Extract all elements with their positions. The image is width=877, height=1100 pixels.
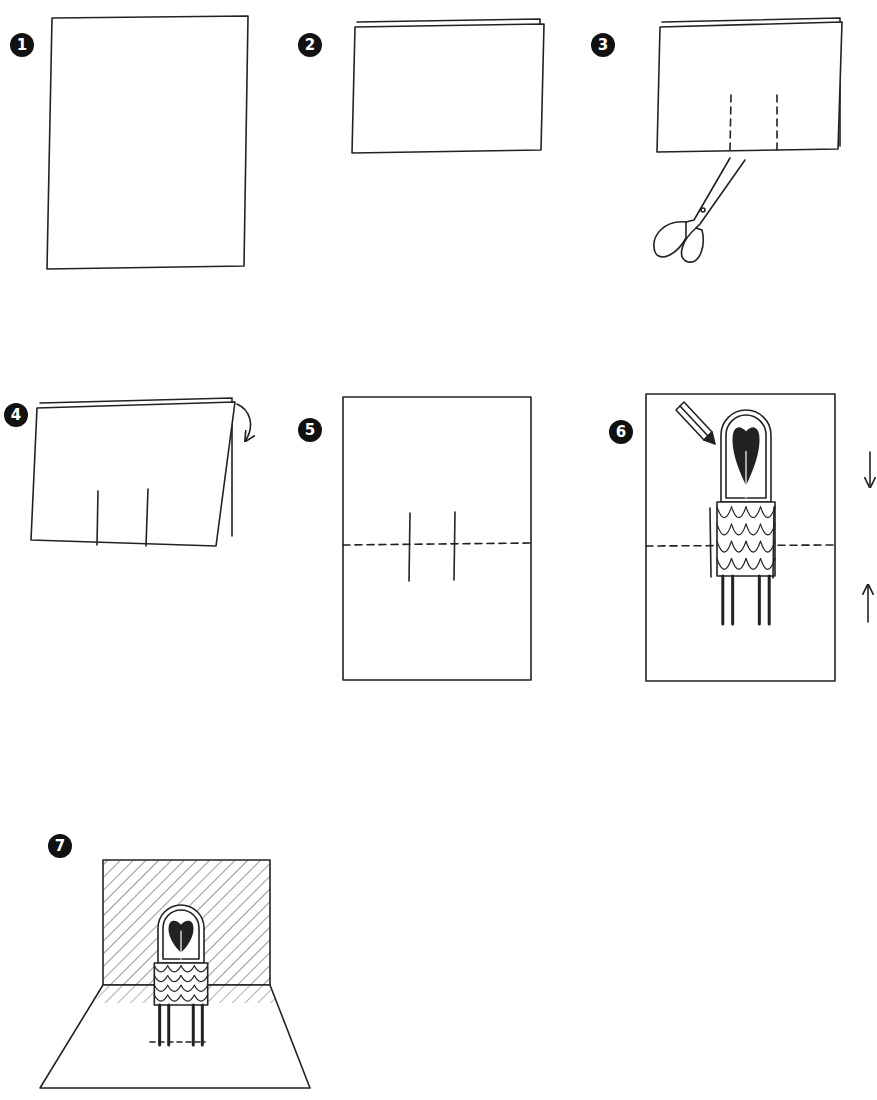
fold-line	[150, 1041, 205, 1043]
step-number: 6	[609, 420, 633, 444]
step-number: 3	[591, 33, 615, 57]
paper-sheet	[47, 16, 248, 269]
popup-chair	[154, 905, 207, 1045]
scissors	[654, 158, 745, 262]
opened-sheet	[343, 397, 531, 680]
step-number: 7	[48, 834, 72, 858]
unfold-arrow	[237, 404, 251, 440]
chair-drawing	[717, 410, 775, 624]
opened-sheet	[646, 394, 835, 681]
pencil	[676, 402, 715, 444]
fold-arrow	[869, 452, 871, 486]
cut	[710, 508, 711, 577]
cut-line	[776, 95, 778, 150]
cut	[409, 513, 410, 581]
cut	[773, 507, 774, 578]
folded-sheet	[657, 22, 842, 152]
cut	[146, 489, 148, 546]
fold-arrow	[867, 586, 869, 622]
folded-sheet	[352, 24, 544, 153]
cut-line	[730, 95, 731, 151]
folded-sheet	[31, 402, 235, 546]
cut	[454, 512, 455, 580]
cut	[97, 491, 98, 545]
fold-line	[343, 543, 531, 545]
step-number: 2	[298, 33, 322, 57]
step-number: 5	[298, 418, 322, 442]
step-number: 1	[10, 33, 34, 57]
step-number: 4	[4, 403, 28, 427]
